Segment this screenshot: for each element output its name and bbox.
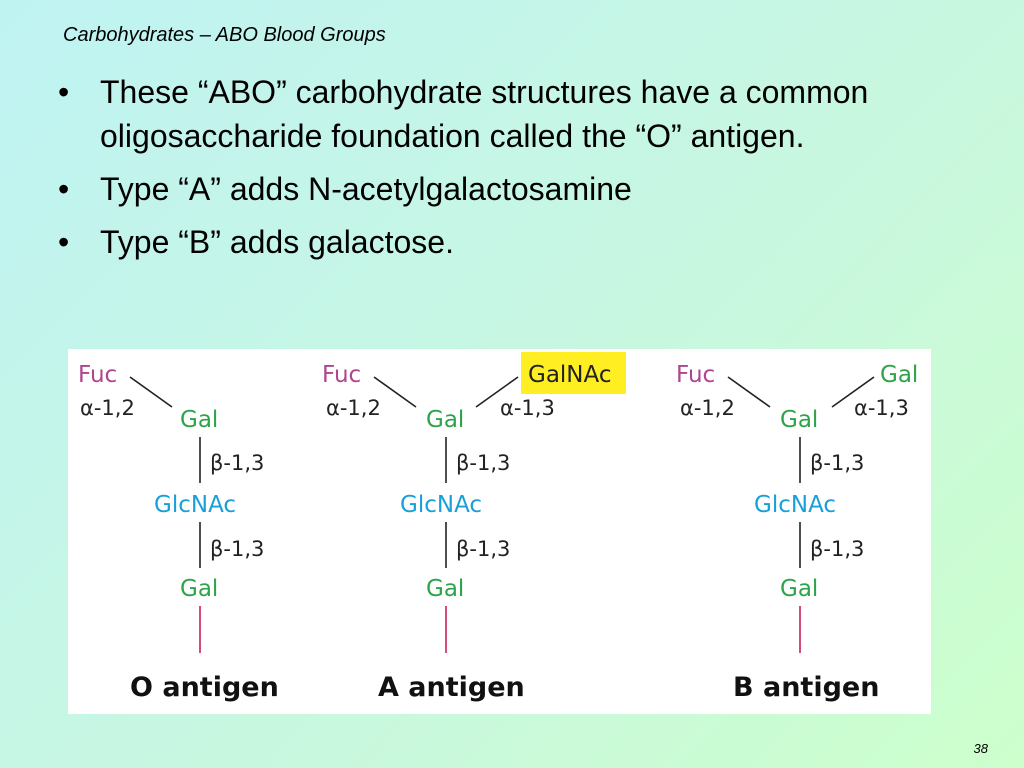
added-bond-line [831,376,875,408]
bullet-list: • These “ABO” carbohydrate structures hav… [58,70,958,273]
glcnac-label: GlcNAc [754,492,836,518]
fuc-bond-line [727,376,771,408]
antigen-name: A antigen [378,672,525,703]
gal-label: Gal [180,576,218,602]
linkage-label: β-1,3 [210,451,264,475]
antigen-name: O antigen [130,672,279,703]
bullet-text: Type “A” adds N-acetylgalactosamine [100,171,632,207]
bullet-item: • These “ABO” carbohydrate structures hav… [58,70,958,158]
slide-title: Carbohydrates – ABO Blood Groups [63,24,386,46]
fuc-linkage-label: α-1,2 [80,396,135,420]
bullet-dot: • [58,74,70,110]
gal-label: Gal [780,576,818,602]
galnac-highlight [521,352,626,394]
fuc-label: Fuc [322,362,361,388]
bullet-dot: • [58,224,70,260]
linkage-label: β-1,3 [210,537,264,561]
linkage-label: β-1,3 [810,537,864,561]
gal-label: Gal [426,576,464,602]
added-linkage-label: α-1,3 [854,396,909,420]
glcnac-label: GlcNAc [154,492,236,518]
added-bond-line [475,376,519,408]
fuc-bond-line [373,376,417,408]
linkage-label: β-1,3 [456,537,510,561]
antigen-structures-diagram: Fuc α-1,2 Gal β-1,3 GlcNAc β-1,3 Gal O a… [78,352,918,703]
fuc-linkage-label: α-1,2 [680,396,735,420]
gal-label: Gal [180,407,218,433]
added-gal-label: Gal [880,362,918,388]
fuc-linkage-label: α-1,2 [326,396,381,420]
glcnac-label: GlcNAc [400,492,482,518]
fuc-label: Fuc [78,362,117,388]
bullet-dot: • [58,171,70,207]
page-number: 38 [973,741,988,756]
fuc-bond-line [129,376,173,408]
b-antigen-structure: Fuc α-1,2 Gal α-1,3 Gal β-1,3 GlcNAc β-1… [676,362,918,703]
added-linkage-label: α-1,3 [500,396,555,420]
linkage-label: β-1,3 [810,451,864,475]
fuc-label: Fuc [676,362,715,388]
linkage-label: β-1,3 [456,451,510,475]
gal-label: Gal [780,407,818,433]
antigen-name: B antigen [733,672,879,703]
bullet-item: • Type “B” adds galactose. [58,220,958,264]
o-antigen-structure: Fuc α-1,2 Gal β-1,3 GlcNAc β-1,3 Gal O a… [78,362,279,703]
galnac-label: GalNAc [528,362,612,388]
gal-label: Gal [426,407,464,433]
bullet-text: These “ABO” carbohydrate structures have… [100,74,869,154]
a-antigen-structure: Fuc α-1,2 GalNAc α-1,3 Gal β-1,3 GlcNAc … [322,352,626,703]
bullet-text: Type “B” adds galactose. [100,224,454,260]
bullet-item: • Type “A” adds N-acetylgalactosamine [58,167,958,211]
abo-antigen-figure: Fuc α-1,2 Gal β-1,3 GlcNAc β-1,3 Gal O a… [68,349,931,714]
